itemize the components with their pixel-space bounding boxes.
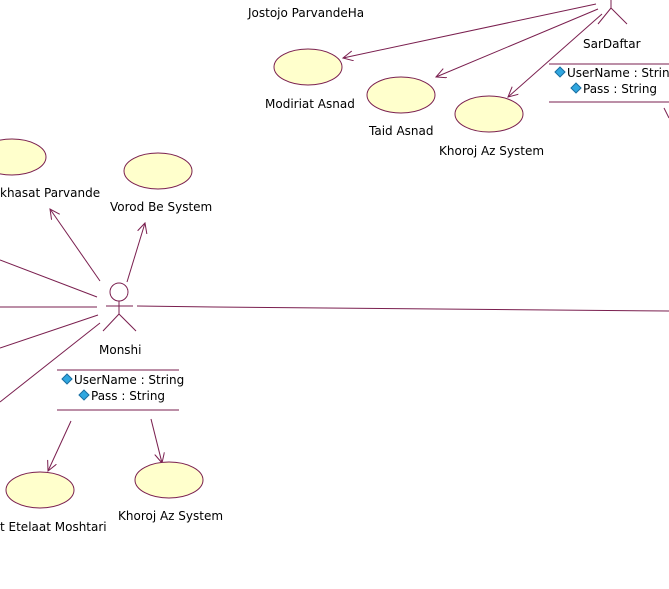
usecase-sabt-etelaat[interactable] [5,471,75,509]
monshi-attr-username: UserName : String [61,373,185,387]
monshi-attr-pass-text: Pass : String [91,389,166,403]
label-jostojo-parvandeha: Jostojo ParvandeHa [248,6,365,20]
monshi-assoc-right-2 [213,306,669,312]
usecase-taid-asnad[interactable] [366,76,436,114]
label-vorod-be-system: Vorod Be System [110,200,213,214]
usecase-khoroj-top[interactable] [454,95,524,133]
label-khoroj-bottom: Khoroj Az System [118,509,224,523]
arrow-to-sabt [48,420,72,471]
label-sardaftar: SarDaftar [583,37,641,51]
label-sabt-etelaat-moshtari: t Etelaat Moshtari [0,520,107,534]
usecase-khoroj-bottom[interactable] [134,461,204,499]
monshi-attr-username-text: UserName : String [74,373,185,387]
arrow-to-rokhsat [50,209,101,282]
arrow-to-khoroj-bottom [150,418,162,463]
sardaftar-edge-line [663,107,669,119]
monshi-assoc-1 [0,259,98,298]
monshi-actor[interactable] [102,282,137,332]
label-monshi: Monshi [99,343,142,357]
label-modiriat-asnad: Modiriat Asnad [265,97,355,111]
label-khoroj-top: Khoroj Az System [439,144,545,158]
monshi-assoc-4 [0,322,101,403]
attribute-icon [78,389,90,401]
usecase-vorod-be-system[interactable] [123,152,193,190]
usecase-modiriat-asnad[interactable] [273,48,343,86]
sardaftar-attr-username-text: UserName : String [567,66,669,80]
sardaftar-attr-pass-text: Pass : String [583,82,658,96]
monshi-assoc-3 [0,314,99,349]
sardaftar-actor[interactable] [597,0,628,25]
monshi-assoc-right [136,305,215,308]
label-rokhsat-parvande: khasat Parvande [0,186,101,200]
arrow-to-jostojo [343,3,597,58]
attribute-icon [61,373,73,385]
arrow-to-vorod [126,223,145,283]
attribute-icon [554,66,566,78]
usecase-rokhsat-parvande[interactable] [0,138,47,176]
arrow-to-khoroj-top [508,13,603,97]
attribute-icon [570,82,582,94]
label-taid-asnad: Taid Asnad [369,124,434,138]
sardaftar-attr-pass: Pass : String [570,82,658,96]
monshi-attr-pass: Pass : String [78,389,166,403]
arrow-to-taid [436,8,599,77]
sardaftar-attr-username: UserName : String [554,66,669,80]
